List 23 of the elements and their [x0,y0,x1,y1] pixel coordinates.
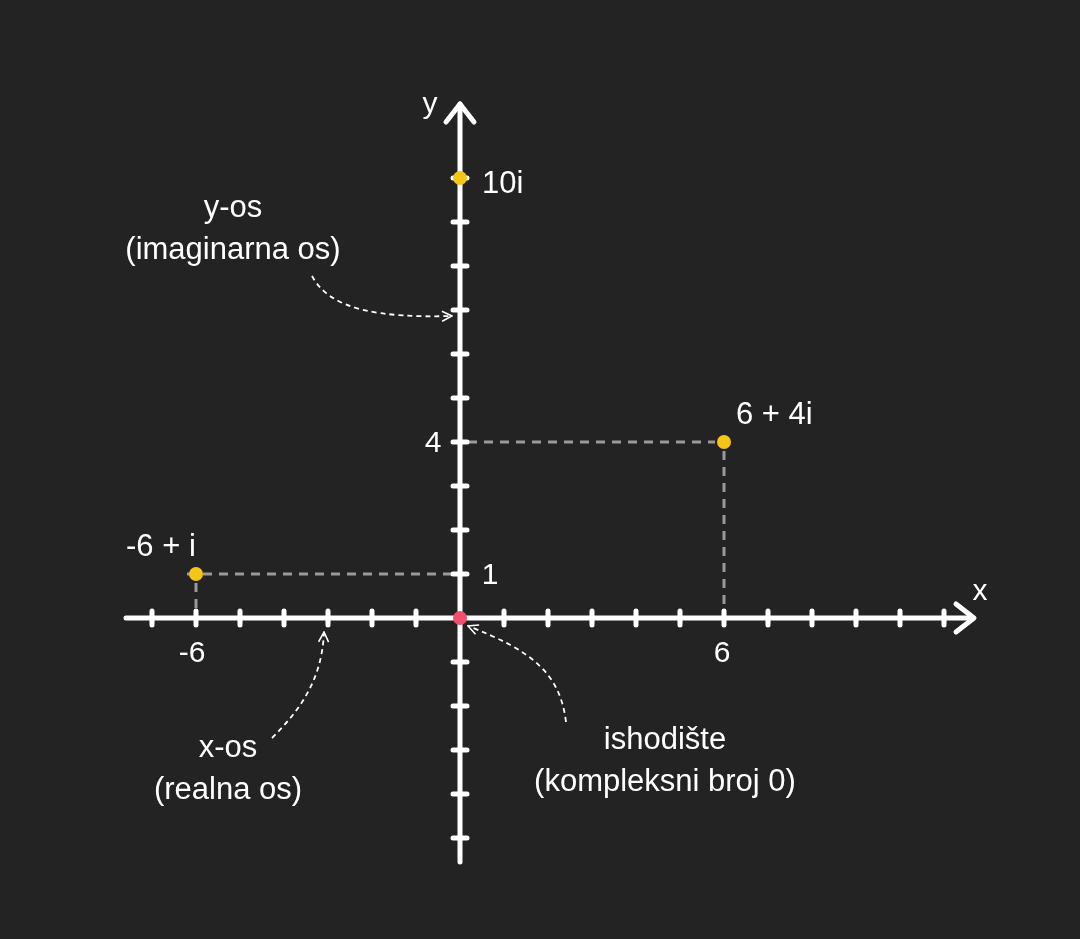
annotation-text: (imaginarna os) [125,230,341,268]
point-label: 6 + 4i [736,394,813,433]
leader-arrow [467,624,567,723]
point-dot [189,567,203,581]
axis-label: 4 [424,427,442,457]
point-dot [717,435,731,449]
annotation-text: y-os [203,188,263,226]
point-label: -6 + i [126,526,196,565]
annotation-text: ishodište [603,720,727,758]
axis-label: x [972,575,988,605]
leader-arrow [311,275,453,322]
axis-label: -6 [178,637,206,667]
axis-label: y [422,88,438,118]
x-axis [123,601,977,635]
leader-arrow [271,631,329,739]
axis-label: 6 [713,637,731,667]
annotation-text: (realna os) [153,770,303,808]
axis-label: 1 [481,559,499,589]
y-axis [443,101,477,865]
point-dot [453,611,467,625]
annotation-text: (kompleksni broj 0) [534,762,796,800]
point-label: 10i [482,163,524,202]
annotation-text: x-os [198,728,258,766]
